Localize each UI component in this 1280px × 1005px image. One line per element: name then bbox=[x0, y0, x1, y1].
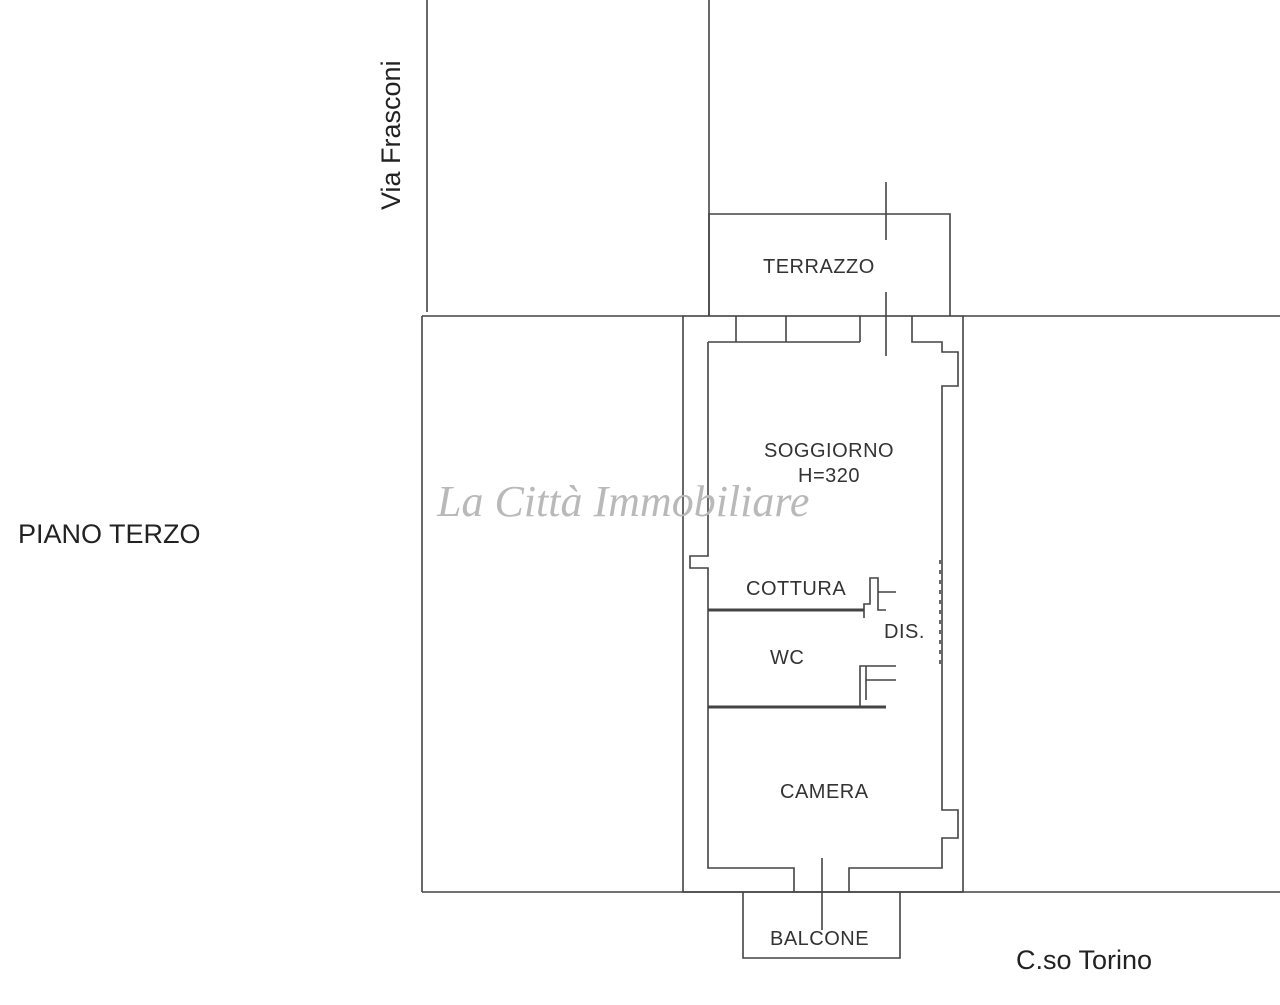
wc-door-jamb bbox=[859, 665, 896, 707]
street-label-via-frasconi: Via Frasconi bbox=[376, 60, 406, 210]
watermark: La Città Immobiliare bbox=[436, 477, 809, 526]
apartment-inner-wall-west bbox=[689, 342, 795, 892]
room-label-balcone: BALCONE bbox=[770, 928, 869, 950]
street-label-corso-torino: C.so Torino bbox=[1016, 945, 1152, 975]
door-details bbox=[859, 577, 896, 707]
room-label-terrazzo: TERRAZZO bbox=[763, 256, 875, 278]
terrazzo-outline bbox=[708, 213, 951, 316]
room-label-wc: WC bbox=[770, 647, 804, 669]
room-label-camera: CAMERA bbox=[780, 781, 869, 803]
partition-walls bbox=[708, 608, 886, 709]
room-height-label: H=320 bbox=[798, 465, 860, 487]
wall-lines bbox=[421, 0, 1280, 959]
balcone-outline bbox=[742, 892, 901, 959]
apartment-inner-wall-east bbox=[848, 316, 959, 892]
apartment-outer-wall bbox=[682, 315, 964, 893]
cottura-door-jamb bbox=[863, 577, 886, 618]
room-label-soggiorno: SOGGIORNO bbox=[764, 440, 894, 462]
room-label-dis: DIS. bbox=[884, 621, 925, 643]
room-label-cottura: COTTURA bbox=[746, 578, 846, 600]
floor-label: PIANO TERZO bbox=[18, 519, 201, 549]
